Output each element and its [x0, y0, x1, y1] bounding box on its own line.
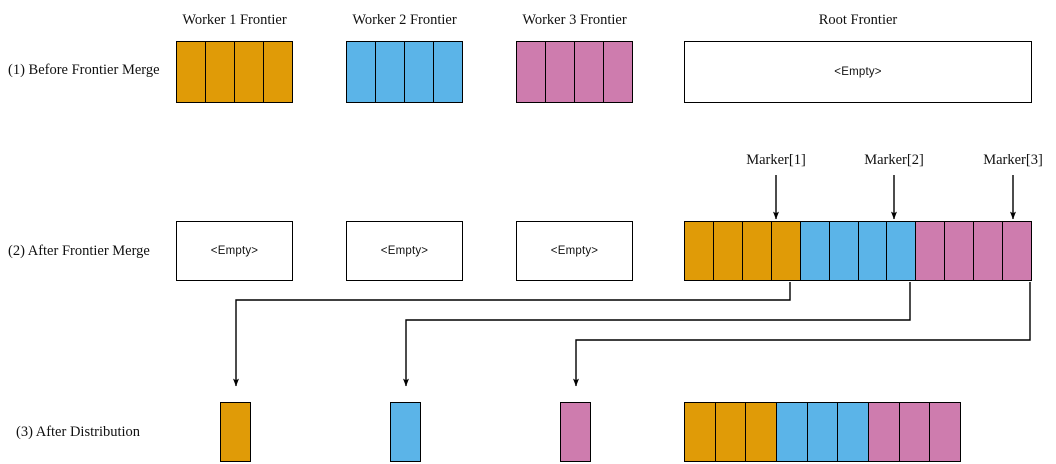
root-frontier-merged-cell-worker3 — [974, 222, 1004, 280]
worker-3-frontier-cell — [561, 403, 590, 461]
root-frontier-merged-cell-worker3 — [1003, 222, 1032, 280]
marker-1-label: Marker[1] — [746, 152, 806, 168]
worker-2-frontier-cell — [347, 42, 376, 102]
worker-3-frontier-cell — [546, 42, 575, 102]
root-frontier-distributed-cell-worker1 — [746, 403, 778, 461]
worker-1-frontier-bar-after-distribution[interactable] — [220, 402, 251, 462]
marker-3-label: Marker[3] — [983, 152, 1043, 168]
root-frontier-merged-cell-worker1 — [713, 222, 743, 280]
empty-placeholder-text: <Empty> — [380, 245, 429, 257]
worker-1-frontier-cell — [177, 42, 206, 102]
worker-2-frontier-cell — [405, 42, 434, 102]
distribution-connector-worker-2 — [403, 282, 911, 387]
worker-2-frontier-cell — [376, 42, 405, 102]
column-title-root-frontier: Root Frontier — [818, 12, 898, 28]
worker-3-frontier-bar-after-distribution[interactable] — [560, 402, 591, 462]
root-frontier-merged-cell-worker1 — [771, 222, 801, 280]
empty-placeholder-text: <Empty> — [834, 66, 882, 78]
column-title-worker-3-frontier: Worker 3 Frontier — [522, 12, 627, 28]
root-frontier-merged-cell-worker2 — [800, 222, 830, 280]
root-frontier-distributed-cell-worker2 — [807, 403, 839, 461]
row-label-after-frontier-merge: (2) After Frontier Merge — [8, 243, 150, 259]
worker-3-frontier-cell — [517, 42, 546, 102]
root-frontier-merged-cell-worker2 — [887, 222, 917, 280]
row-label-after-distribution: (3) After Distribution — [16, 424, 141, 440]
root-frontier-merged-bar-after-merge[interactable] — [684, 221, 1032, 281]
worker-1-frontier-cell — [221, 403, 250, 461]
worker-3-frontier-cell — [575, 42, 604, 102]
root-frontier-distributed-cell-worker3 — [899, 403, 931, 461]
worker-3-frontier-bar-before-merge[interactable] — [516, 41, 633, 103]
worker-2-frontier-bar-after-distribution[interactable] — [390, 402, 421, 462]
empty-placeholder-text: <Empty> — [210, 245, 259, 257]
worker-1-frontier-bar-before-merge[interactable] — [176, 41, 293, 103]
root-frontier-distributed-cell-worker2 — [838, 403, 870, 461]
empty-placeholder-text: <Empty> — [550, 245, 599, 257]
worker-1-frontier-cell — [235, 42, 264, 102]
root-frontier-merged-cell-worker3 — [945, 222, 975, 280]
root-frontier-merged-cell-worker1 — [685, 222, 714, 280]
worker-1-frontier-cell — [264, 42, 292, 102]
root-frontier-merged-cell-worker3 — [916, 222, 946, 280]
worker-1-frontier-cell — [206, 42, 235, 102]
root-frontier-merged-cell-worker2 — [829, 222, 859, 280]
root-frontier-distributed-cell-worker2 — [777, 403, 808, 461]
root-frontier-distributed-cell-worker1 — [685, 403, 716, 461]
column-title-worker-1-frontier: Worker 1 Frontier — [182, 12, 287, 28]
worker-2-frontier-empty-box-after-merge[interactable]: <Empty> — [346, 221, 463, 281]
worker-2-frontier-cell — [434, 42, 462, 102]
root-frontier-distributed-cell-worker3 — [930, 403, 961, 461]
worker-2-frontier-cell — [391, 403, 420, 461]
column-title-worker-2-frontier: Worker 2 Frontier — [352, 12, 457, 28]
root-frontier-distributed-cell-worker3 — [869, 403, 900, 461]
row-label-before-frontier-merge: (1) Before Frontier Merge — [8, 62, 160, 78]
root-frontier-merged-cell-worker1 — [742, 222, 772, 280]
root-frontier-merged-cell-worker2 — [858, 222, 888, 280]
distribution-connector-worker-3 — [573, 282, 1031, 387]
root-frontier-distributed-cell-worker1 — [715, 403, 747, 461]
worker-3-frontier-empty-box-after-merge[interactable]: <Empty> — [516, 221, 633, 281]
root-frontier-empty-box-before-merge[interactable]: <Empty> — [684, 41, 1032, 103]
worker-3-frontier-cell — [604, 42, 632, 102]
worker-1-frontier-empty-box-after-merge[interactable]: <Empty> — [176, 221, 293, 281]
root-frontier-bar-after-distribution[interactable] — [684, 402, 961, 462]
worker-2-frontier-bar-before-merge[interactable] — [346, 41, 463, 103]
marker-2-label: Marker[2] — [864, 152, 924, 168]
distribution-connector-worker-1 — [233, 282, 791, 387]
